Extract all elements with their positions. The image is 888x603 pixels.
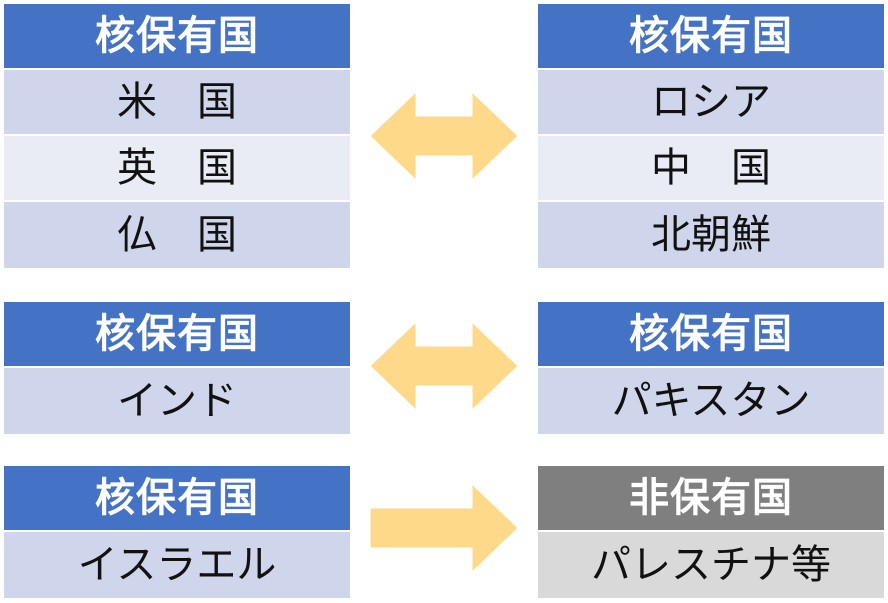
table-row: パレスチナ等 (538, 532, 884, 598)
table-group3-right: 非保有国 パレスチナ等 (538, 466, 884, 598)
right-arrow-icon (370, 482, 518, 574)
table-header: 核保有国 (538, 302, 884, 368)
table-header: 核保有国 (4, 4, 350, 70)
table-header: 核保有国 (4, 302, 350, 368)
table-row: 仏 国 (4, 202, 350, 268)
table-row: 北朝鮮 (538, 202, 884, 268)
table-row: 米 国 (4, 70, 350, 136)
double-arrow-icon (370, 320, 518, 412)
table-row: 中 国 (538, 136, 884, 202)
table-header: 核保有国 (4, 466, 350, 532)
table-row: イスラエル (4, 532, 350, 598)
table-group2-right: 核保有国 パキスタン (538, 302, 884, 434)
table-group1-left: 核保有国 米 国 英 国 仏 国 (4, 4, 350, 268)
table-row: ロシア (538, 70, 884, 136)
table-group1-right: 核保有国 ロシア 中 国 北朝鮮 (538, 4, 884, 268)
table-group3-left: 核保有国 イスラエル (4, 466, 350, 598)
table-row: パキスタン (538, 368, 884, 434)
table-header: 核保有国 (538, 4, 884, 70)
table-group2-left: 核保有国 インド (4, 302, 350, 434)
table-row: 英 国 (4, 136, 350, 202)
table-row: インド (4, 368, 350, 434)
table-header: 非保有国 (538, 466, 884, 532)
double-arrow-icon (370, 90, 518, 182)
